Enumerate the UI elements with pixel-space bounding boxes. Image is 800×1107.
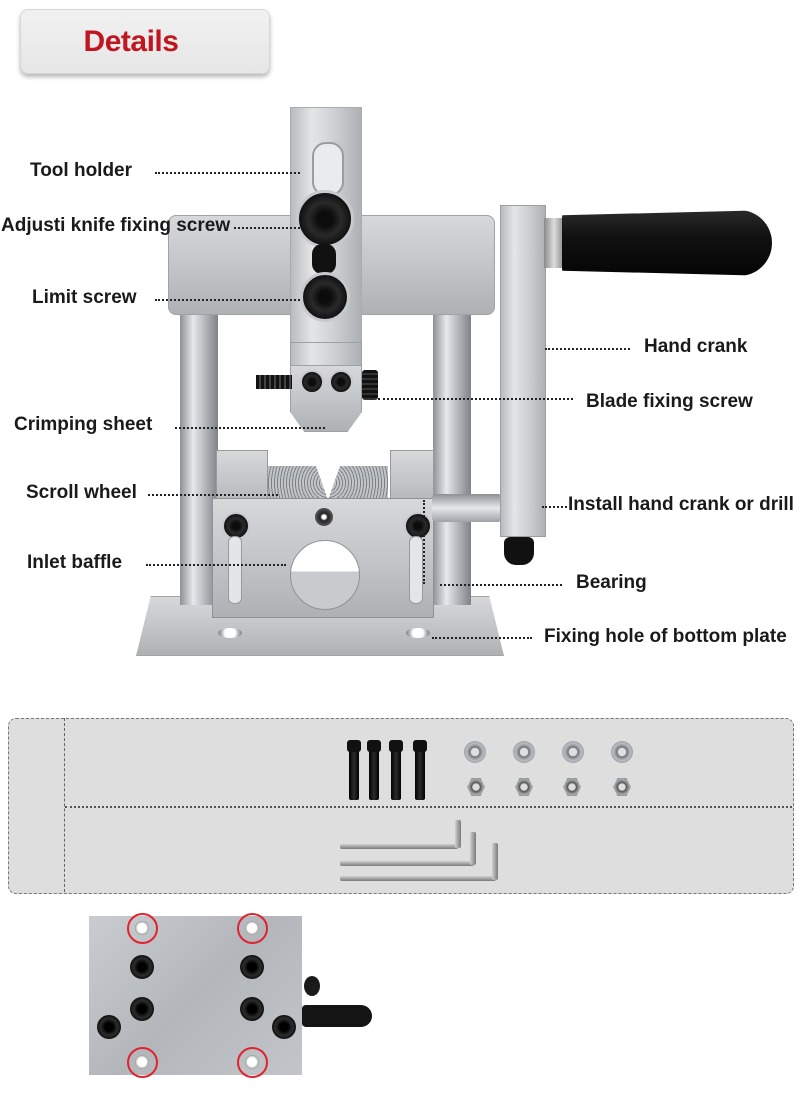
- crank-handle: [562, 210, 772, 276]
- guide-rod-right: [433, 305, 471, 605]
- hex-nut-icon: [467, 778, 485, 796]
- center-screw: [315, 508, 333, 526]
- machine-illustration: [136, 107, 772, 656]
- inlet-hole: [290, 540, 360, 610]
- highlighted-fixing-hole-ring: [237, 1047, 268, 1078]
- hex-nut-icon: [563, 778, 581, 796]
- crank-arm: [500, 205, 546, 537]
- callout-blade-fixing-screw: Blade fixing screw: [586, 391, 753, 412]
- hex-key-large-icon: [340, 876, 496, 881]
- leader-limit-screw: [155, 299, 300, 301]
- bottom-view-crank-handle: [302, 1005, 372, 1027]
- callout-install-hand-crank-or-drill: Install hand crank or drill: [568, 494, 794, 515]
- baffle-screw-left: [222, 512, 250, 540]
- washer-icon: [464, 741, 486, 763]
- knife-fixing-screw: [296, 190, 354, 248]
- leader-install-hand-crank: [542, 506, 567, 508]
- guide-rod-left: [180, 305, 218, 605]
- leader-crimping-sheet: [175, 427, 325, 429]
- bolt-icon: [389, 740, 403, 800]
- plate-fixing-hole: [135, 1055, 149, 1069]
- callout-limit-screw: Limit screw: [32, 287, 137, 308]
- base-fixing-hole-left: [218, 628, 242, 638]
- plate-screw: [272, 1015, 296, 1039]
- leader-adjust-knife-fixing-screw: [234, 227, 300, 229]
- leader-scroll-wheel: [148, 494, 278, 496]
- base-fixing-hole-right: [406, 628, 430, 638]
- leader-blade-fixing-screw: [378, 398, 573, 400]
- plate-screw: [240, 997, 264, 1021]
- blade-screw-1: [300, 370, 324, 394]
- callout-scroll-wheel: Scroll wheel: [26, 482, 137, 503]
- limit-screw: [300, 272, 350, 322]
- bolt-icon: [367, 740, 381, 800]
- leader-bearing-diagonal: [423, 500, 427, 584]
- hex-nut-icon: [613, 778, 631, 796]
- bolt-icon: [413, 740, 427, 800]
- plate-screw: [130, 997, 154, 1021]
- plate-fixing-hole: [135, 921, 149, 935]
- screw-slot: [312, 244, 336, 274]
- hex-key-medium-bend: [470, 832, 476, 865]
- leader-tool-holder: [155, 172, 300, 174]
- hex-key-small-icon: [340, 844, 458, 849]
- washer-icon: [611, 741, 633, 763]
- callout-inlet-baffle: Inlet baffle: [27, 552, 123, 573]
- highlighted-fixing-hole-ring: [237, 913, 268, 944]
- drive-shaft: [432, 494, 502, 522]
- hex-key-large-bend: [492, 843, 498, 880]
- accessories-panel-tab: [8, 718, 65, 892]
- crank-hex-nut: [544, 218, 564, 268]
- hex-nut-icon: [515, 778, 533, 796]
- blade-screw-2: [329, 370, 353, 394]
- bolt-icon: [347, 740, 361, 800]
- details-title: Details: [83, 24, 179, 58]
- bottom-plate-view: [89, 916, 302, 1075]
- blade-knob: [362, 370, 378, 400]
- baffle-slot-right: [409, 536, 423, 604]
- leader-bearing: [440, 584, 562, 586]
- plate-screw: [130, 955, 154, 979]
- plate-fixing-hole: [245, 1055, 259, 1069]
- baffle-slot-left: [228, 536, 242, 604]
- scroll-wheel: [268, 466, 388, 500]
- plate-fixing-hole: [245, 921, 259, 935]
- callout-hand-crank: Hand crank: [644, 336, 748, 357]
- details-header-button: Details: [20, 9, 270, 74]
- highlighted-fixing-hole-ring: [127, 913, 158, 944]
- leader-inlet-baffle: [146, 564, 286, 566]
- leader-fixing-hole-bottom-plate: [432, 637, 532, 639]
- callout-fixing-hole-of-bottom-plate: Fixing hole of bottom plate: [544, 626, 787, 647]
- callout-bearing: Bearing: [576, 572, 647, 593]
- leader-hand-crank: [545, 348, 630, 350]
- hex-key-medium-icon: [340, 861, 474, 866]
- hex-key-small-bend: [455, 820, 461, 848]
- accessories-divider: [65, 806, 792, 808]
- highlighted-fixing-hole-ring: [127, 1047, 158, 1078]
- callout-crimping-sheet: Crimping sheet: [14, 414, 153, 435]
- callout-adjust-knife-fixing-screw: Adjusti knife fixing screw: [1, 215, 231, 236]
- plate-screw: [240, 955, 264, 979]
- crank-bottom-knob: [504, 537, 534, 565]
- plate-screw: [97, 1015, 121, 1039]
- callout-tool-holder: Tool holder: [30, 160, 133, 181]
- blade-threaded-stud: [256, 375, 292, 389]
- washer-icon: [513, 741, 535, 763]
- bottom-view-crank-knob: [304, 976, 320, 996]
- washer-icon: [562, 741, 584, 763]
- tool-holder-slot: [312, 142, 344, 196]
